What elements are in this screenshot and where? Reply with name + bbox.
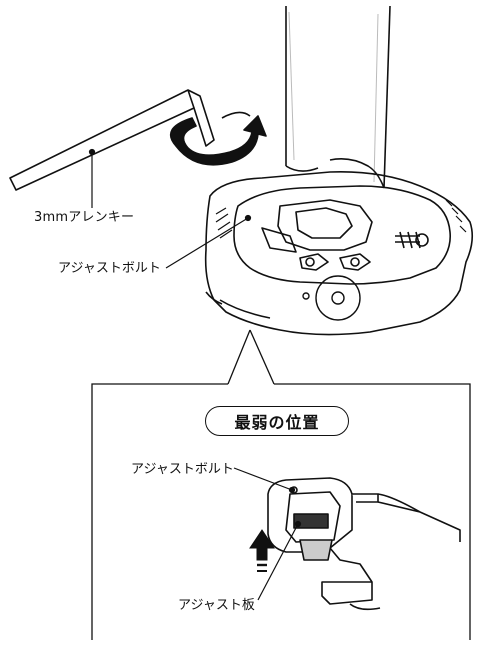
rotation-arrow-icon [169, 111, 267, 166]
detail-binding [267, 477, 461, 611]
leader-lines-top [88, 148, 252, 269]
pedal-body [204, 170, 474, 336]
adjust-plate-label: アジャスト板 [178, 598, 255, 613]
hex-key-icon [9, 89, 215, 191]
adjust-bolt-label: アジャストボルト [58, 261, 161, 276]
shimano-logo [302, 275, 361, 321]
detail-title-badge: 最弱の位置 [205, 406, 349, 436]
leader-lines-detail [233, 467, 302, 601]
shoe-outline [285, 5, 391, 189]
callout-connector [91, 329, 471, 640]
adjust-bolt-detail-label: アジャストボルト [131, 462, 234, 477]
allen-key-label: 3mmアレンキー [34, 210, 135, 225]
up-arrow-icon [249, 529, 275, 572]
